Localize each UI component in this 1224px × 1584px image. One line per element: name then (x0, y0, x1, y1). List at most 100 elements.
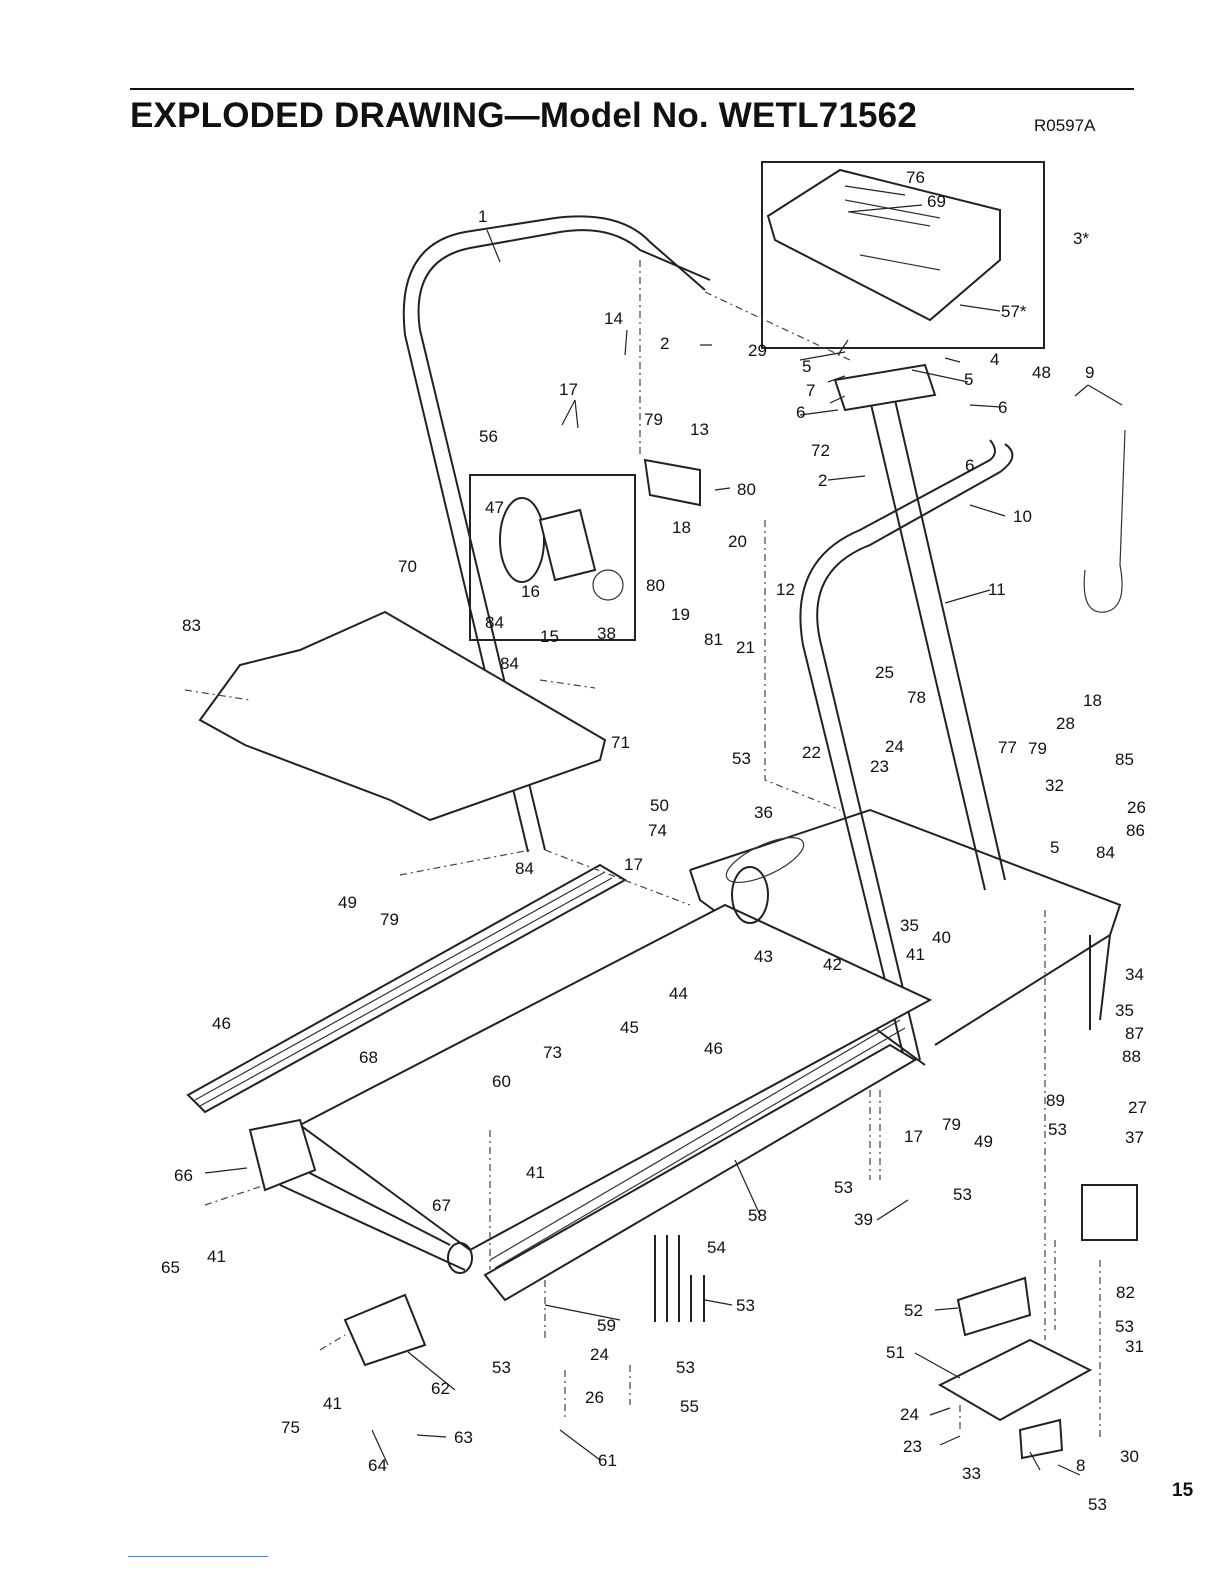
front-roller-pulley (731, 866, 769, 924)
callout-label: 18 (672, 518, 691, 537)
callout-label: 15 (540, 627, 559, 646)
callout-label: 46 (704, 1039, 723, 1058)
callout-label: 13 (690, 420, 709, 439)
motor-hood (198, 610, 607, 822)
rear-roller-end (447, 1242, 473, 1274)
callout-label: 8 (1076, 1456, 1085, 1475)
callout-label: 49 (338, 893, 357, 912)
callout-label: 68 (359, 1048, 378, 1067)
callout-label: 55 (680, 1397, 699, 1416)
callout-label: 53 (953, 1185, 972, 1204)
callout-label: 63 (454, 1428, 473, 1447)
callout-label: 26 (585, 1388, 604, 1407)
wire-harness (1083, 429, 1126, 613)
callout-label: 16 (521, 582, 540, 601)
callout-label: 24 (885, 737, 904, 756)
callout-label: 12 (776, 580, 795, 599)
callout-label: 5 (802, 357, 811, 376)
callout-label: 44 (669, 984, 688, 1003)
callout-label: 6 (998, 398, 1007, 417)
callout-label: 84 (485, 613, 504, 632)
callout-label: 17 (559, 380, 578, 399)
callout-label: 84 (515, 859, 534, 878)
callout-label: 21 (736, 638, 755, 657)
callout-label: 31 (1125, 1337, 1144, 1356)
walking-deck (298, 903, 933, 1252)
callout-label: 56 (479, 427, 498, 446)
callout-label: 80 (737, 480, 756, 499)
callout-label: 14 (604, 309, 623, 328)
short-bolts (690, 1275, 705, 1322)
upright-right-outer (816, 443, 1014, 1061)
callout-label: 41 (906, 945, 925, 964)
callout-label: 30 (1120, 1447, 1139, 1466)
callout-label: 9 (1085, 363, 1094, 382)
callout-labels: 1 2 2 4 5 5 5 6 6 6 7 8 9 10 11 12 13 14… (161, 168, 1147, 1514)
callout-label: 33 (962, 1464, 981, 1483)
callout-label: 5 (964, 370, 973, 389)
callout-label: 77 (998, 738, 1017, 757)
callout-label: 52 (904, 1301, 923, 1320)
callout-label: 11 (988, 580, 1006, 599)
callout-label: 67 (432, 1196, 451, 1215)
callout-label: 53 (492, 1358, 511, 1377)
console-stem (869, 399, 1006, 891)
console-details (844, 199, 941, 271)
callout-label: 27 (1128, 1098, 1147, 1117)
callout-label: 7 (806, 381, 815, 400)
callout-label: 53 (834, 1178, 853, 1197)
callout-label: 35 (900, 916, 919, 935)
motor-inset-box (469, 474, 636, 641)
callout-label: 51 (886, 1343, 905, 1362)
callout-label: 2 (660, 334, 669, 353)
callout-label: 75 (281, 1418, 300, 1437)
callout-label: 19 (671, 605, 690, 624)
callout-label: 72 (811, 441, 830, 460)
callout-label: 59 (597, 1316, 616, 1335)
callout-label: 25 (875, 663, 894, 682)
callout-label: 53 (676, 1358, 695, 1377)
rear-endcap-left (248, 1118, 317, 1192)
frame-leg (1089, 934, 1111, 1030)
callout-label: 49 (974, 1132, 993, 1151)
controller-board (937, 1338, 1093, 1422)
callout-label: 2 (818, 471, 827, 490)
callout-label: 1 (478, 207, 487, 226)
callout-label: 64 (368, 1456, 387, 1475)
callout-label: 29 (748, 341, 767, 360)
callout-label: 28 (1056, 714, 1075, 733)
console-inset-box (761, 161, 1045, 349)
callout-label: 80 (646, 576, 665, 595)
controller-bracket (956, 1276, 1032, 1337)
long-bolts (654, 1235, 680, 1322)
callout-label: 45 (620, 1018, 639, 1037)
callout-label: 79 (380, 910, 399, 929)
callout-label: 89 (1046, 1091, 1065, 1110)
callout-label: 84 (500, 654, 519, 673)
callout-label: 79 (1028, 739, 1047, 758)
callout-label: 81 (704, 630, 723, 649)
callout-label: 66 (174, 1166, 193, 1185)
side-rail-left-ribs (194, 871, 613, 1107)
callout-label: 53 (1048, 1120, 1067, 1139)
callout-label: 54 (707, 1238, 726, 1257)
callout-label: 22 (802, 743, 821, 762)
callout-label: 53 (1088, 1495, 1107, 1514)
motor-body (538, 508, 597, 582)
callout-label: 73 (543, 1043, 562, 1062)
callout-label: 53 (736, 1296, 755, 1315)
callout-label: 61 (598, 1451, 617, 1470)
callout-label: 10 (1013, 507, 1032, 526)
callout-label: 79 (942, 1115, 961, 1134)
callout-label: 46 (212, 1014, 231, 1033)
callout-label: 86 (1126, 821, 1145, 840)
motor-flywheel (499, 497, 545, 583)
callout-label: 87 (1125, 1024, 1144, 1043)
callout-label: 76 (906, 168, 925, 187)
page-number: 15 (1172, 1480, 1194, 1501)
inset-note: 3* (1073, 229, 1089, 248)
motor-bracket (643, 458, 701, 507)
callout-label: 78 (907, 688, 926, 707)
callout-label: 58 (748, 1206, 767, 1225)
